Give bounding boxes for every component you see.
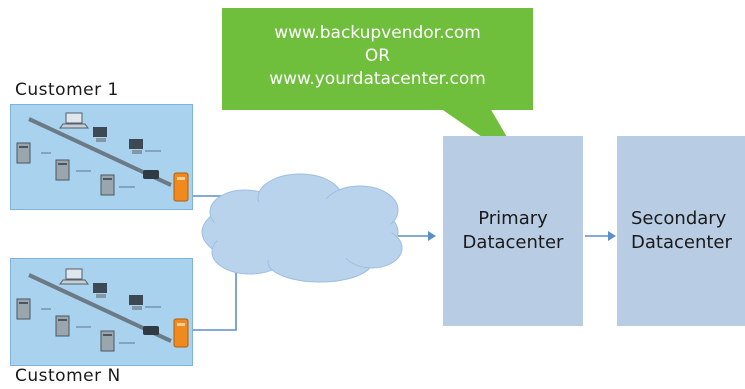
router-icon: [143, 170, 159, 179]
workstation-icon: [129, 295, 143, 310]
workstation-icon: [129, 139, 143, 154]
laptop-icon: [59, 112, 89, 129]
callout-line-2: OR: [364, 46, 391, 66]
primary-datacenter-box: Primary Datacenter: [443, 136, 583, 326]
server-icon: [55, 159, 70, 181]
callout-text: www.backupvendor.com OR www.yourdatacent…: [222, 22, 533, 91]
callout-line-3: www.yourdatacenter.com: [269, 69, 486, 89]
firewall-icon: [173, 318, 189, 348]
server-icon: [16, 142, 31, 164]
secondary-datacenter-line-2: Datacenter: [631, 232, 732, 253]
server-icon: [100, 174, 115, 196]
server-icon: [16, 298, 31, 320]
primary-datacenter-line-1: Primary: [478, 208, 548, 229]
secondary-datacenter-box: Secondary Datacenter: [617, 136, 745, 326]
workstation-icon: [93, 283, 107, 298]
customer-n-network-panel: [10, 258, 193, 366]
customer-1-network-diagram: [16, 112, 189, 202]
server-icon: [100, 330, 115, 352]
secondary-datacenter-line-1: Secondary: [631, 208, 727, 229]
firewall-icon: [173, 172, 189, 202]
laptop-icon: [59, 268, 89, 285]
customer-n-label: Customer N: [15, 366, 121, 386]
customer-1-label: Customer 1: [15, 80, 119, 100]
server-icon: [55, 315, 70, 337]
primary-datacenter-line-2: Datacenter: [462, 232, 564, 253]
router-icon: [143, 326, 159, 335]
customer-n-network-diagram: [16, 268, 189, 352]
workstation-icon: [93, 127, 107, 142]
arrow-cloud-to-primary: [398, 231, 436, 241]
customer-1-network-panel: [10, 104, 193, 210]
callout-line-1: www.backupvendor.com: [274, 23, 481, 43]
arrow-primary-to-secondary: [585, 231, 616, 241]
